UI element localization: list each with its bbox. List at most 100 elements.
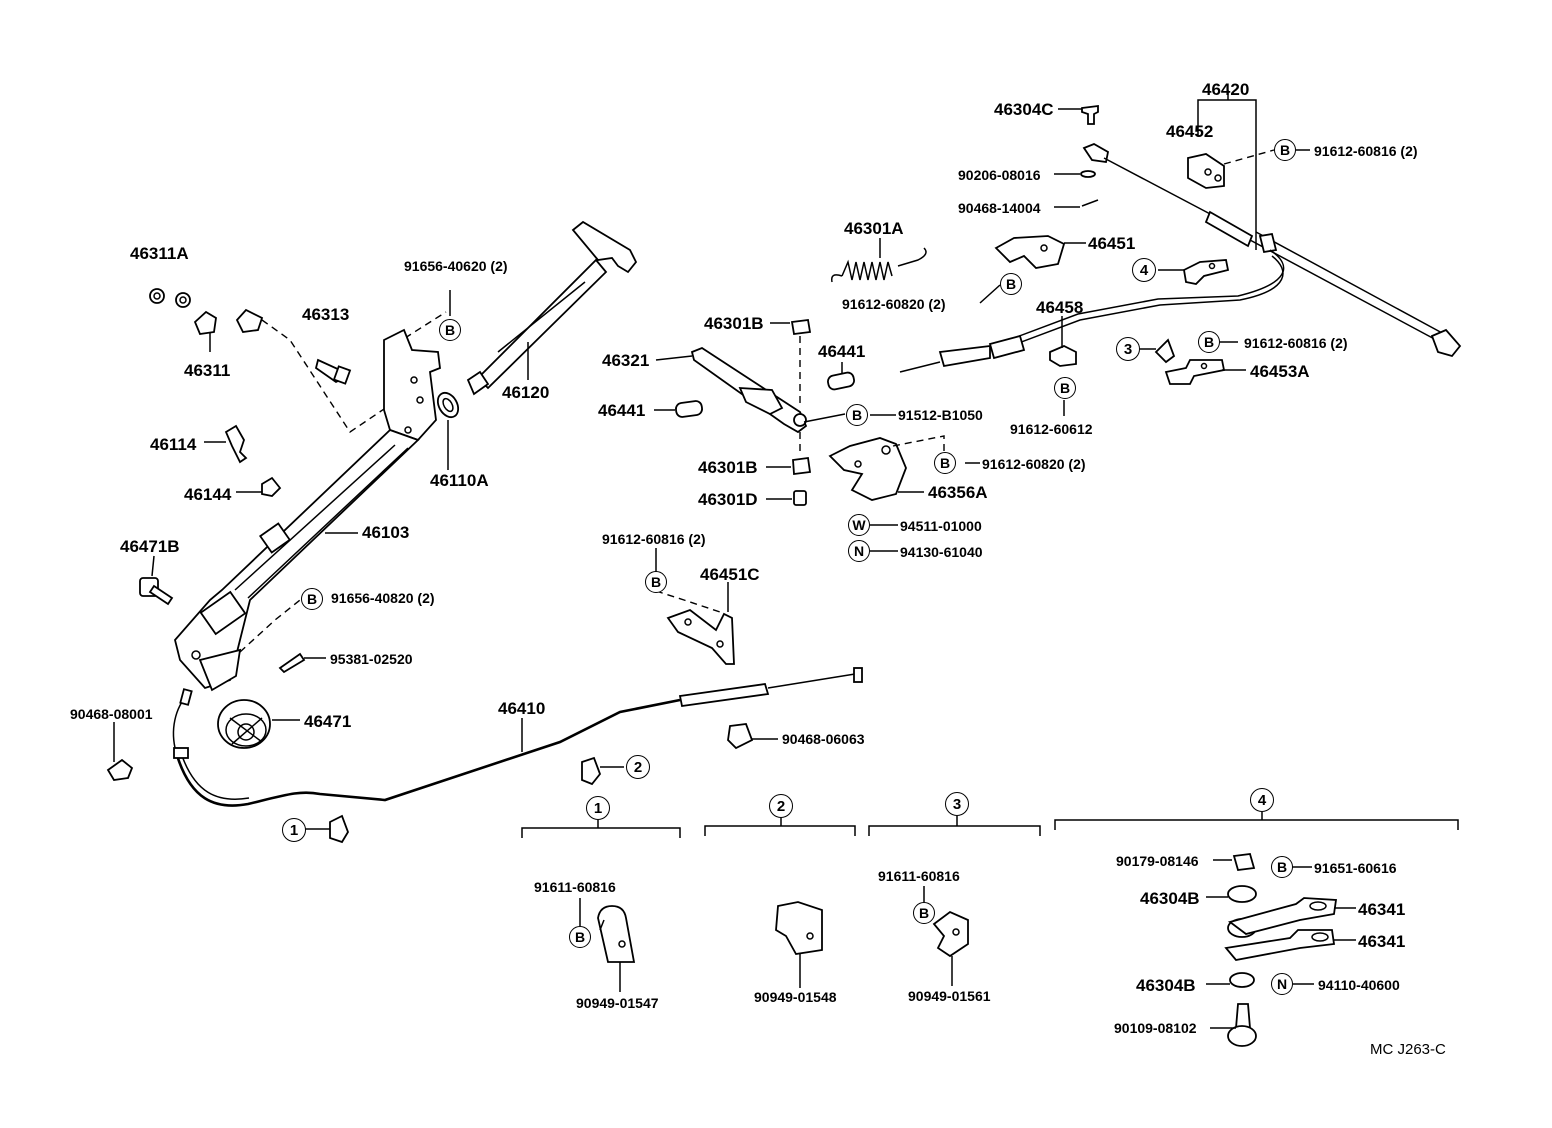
label-46301A: 46301A [844, 219, 904, 238]
label-46452: 46452 [1166, 122, 1214, 141]
label-46441-right: 46441 [818, 342, 866, 361]
label-46304B-bottom: 46304B [1136, 976, 1196, 995]
pawl-46311-icon [193, 308, 264, 335]
label-91612-60612: 91612-60612 [1010, 421, 1093, 437]
label-46341-b: 46341 [1358, 932, 1406, 951]
front-cable-46410-icon [172, 667, 863, 807]
label-90109-08102: 90109-08102 [1114, 1020, 1197, 1036]
clip-90468-14004-icon [1081, 199, 1099, 207]
diagram-code: MC J263-C [1370, 1041, 1446, 1058]
label-91512-B1050: 91512-B1050 [898, 407, 983, 423]
detail-4-header-icon: 4 [1250, 788, 1274, 812]
label-91612-60820-bottom: 91612-60820 (2) [982, 456, 1086, 472]
grommet-46458-icon [1049, 345, 1077, 367]
nut-90206-icon [1080, 170, 1096, 178]
label-46114: 46114 [150, 435, 197, 454]
bolt-symbol-icon: B [846, 404, 868, 426]
label-90949-01548: 90949-01548 [754, 989, 837, 1005]
label-90468-08001: 90468-08001 [70, 706, 153, 722]
callout-3-icon: 3 [1116, 337, 1140, 361]
bolt-symbol-icon: B [1000, 273, 1022, 295]
label-46471B: 46471B [120, 537, 180, 556]
detail-3-header-icon: 3 [945, 792, 969, 816]
label-46441-left: 46441 [598, 401, 646, 420]
washer-symbol-icon: W [848, 514, 870, 536]
clip-90468-06063-icon [727, 723, 754, 750]
bolt-symbol-icon: B [569, 926, 591, 948]
label-46144: 46144 [184, 485, 232, 504]
label-46103: 46103 [362, 523, 410, 542]
clamp-3-on-cable-icon [1154, 338, 1176, 364]
callout-1-icon: 1 [282, 818, 306, 842]
bracket-46453A-icon [1164, 359, 1226, 385]
label-90206-08016: 90206-08016 [958, 167, 1041, 183]
button-46144-icon [261, 476, 282, 497]
pulley-46471-icon [217, 699, 271, 749]
label-d3-91611-60816: 91611-60816 [878, 868, 960, 884]
label-46304B-top: 46304B [1140, 889, 1200, 908]
bolt-symbol-icon: B [439, 319, 461, 341]
label-46341-a: 46341 [1358, 900, 1406, 919]
lever-bracket-46103-icon [174, 328, 441, 692]
label-91656-40820: 91656-40820 (2) [331, 590, 435, 606]
label-94110-40600: 94110-40600 [1318, 977, 1400, 993]
bracket-46451C-icon [666, 608, 735, 665]
bolt-symbol-icon: B [913, 902, 935, 924]
bolt-symbol-icon: B [1271, 856, 1293, 878]
detail-1-header-icon: 1 [586, 796, 610, 820]
label-46451: 46451 [1088, 234, 1136, 253]
spring-46311A-icon [149, 288, 191, 308]
bushing-46301B-top-icon [790, 318, 812, 336]
label-95381-02520: 95381-02520 [330, 651, 413, 667]
clip-90468-08001-icon [106, 758, 134, 781]
label-46313: 46313 [302, 305, 350, 324]
label-46301D: 46301D [698, 490, 758, 509]
label-46311A: 46311A [130, 244, 189, 263]
label-46410: 46410 [498, 699, 546, 718]
detail-4-assembly-icon [1224, 853, 1338, 1047]
label-94511-01000: 94511-01000 [900, 518, 982, 534]
bolt-symbol-icon: B [934, 452, 956, 474]
label-90468-06063: 90468-06063 [782, 731, 865, 747]
sleeve-46301D-icon [793, 490, 807, 506]
bolt-symbol-icon: B [1198, 331, 1220, 353]
clamp-4-on-cable-icon [1183, 259, 1230, 285]
label-46120: 46120 [502, 383, 550, 402]
callout-4-icon: 4 [1132, 258, 1156, 282]
pin-46441-left-icon [675, 400, 703, 418]
pin-46313-icon [314, 358, 352, 385]
label-46301B-bottom: 46301B [698, 458, 758, 477]
bracket-46451-icon [994, 235, 1066, 269]
label-91612-60816-right: 91612-60816 (2) [1244, 335, 1348, 351]
nut-symbol-icon: N [848, 540, 870, 562]
pawl-rod-46114-icon [224, 424, 248, 464]
label-90468-14004: 90468-14004 [958, 200, 1041, 216]
nut-symbol-icon: N [1271, 973, 1293, 995]
label-d1-91611-60816: 91611-60816 [534, 879, 616, 895]
bracket-46356A-icon [828, 437, 907, 501]
pin-46441-right-icon [827, 371, 855, 391]
clamp-90949-01561-icon [932, 910, 969, 958]
label-46304C: 46304C [994, 100, 1054, 119]
detail-2-header-icon: 2 [769, 794, 793, 818]
label-46301B-top: 46301B [704, 314, 764, 333]
label-46458: 46458 [1036, 298, 1084, 317]
label-46110A: 46110A [430, 471, 489, 490]
label-46311: 46311 [184, 361, 231, 380]
bolt-symbol-icon: B [1054, 377, 1076, 399]
label-46321: 46321 [602, 351, 650, 370]
label-91656-40620: 91656-40620 (2) [404, 258, 508, 274]
label-91612-60820-top: 91612-60820 (2) [842, 296, 946, 312]
clamp-90949-01548-icon [775, 901, 823, 955]
callout-2-icon: 2 [626, 755, 650, 779]
label-90949-01547: 90949-01547 [576, 995, 659, 1011]
detail-group-brackets [521, 812, 1459, 838]
label-46453A: 46453A [1250, 362, 1310, 381]
clamp-90949-01547-icon [597, 905, 636, 963]
label-46420: 46420 [1202, 80, 1250, 99]
bolt-symbol-icon: B [1274, 139, 1296, 161]
label-90179-08146: 90179-08146 [1116, 853, 1199, 869]
bolt-symbol-icon: B [301, 588, 323, 610]
label-46451C: 46451C [700, 565, 760, 584]
